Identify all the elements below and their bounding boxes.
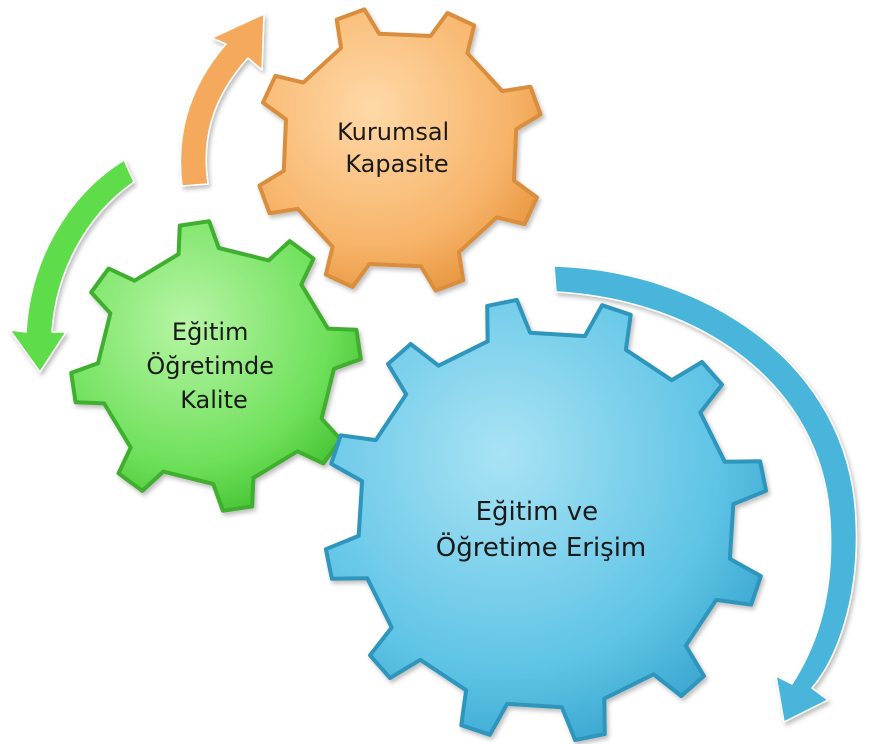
- gear-kurumsal-kapasite: Kurumsal Kapasite: [257, 7, 543, 293]
- gear-kurumsal-line-2: Kapasite: [345, 150, 448, 178]
- orange-cycle-arrow: [179, 13, 265, 187]
- gear-egitim-ogretimde-kalite: Eğitim Öğretimde Kalite: [69, 219, 363, 513]
- blue-cycle-arrow: [553, 265, 858, 723]
- gear-egitim-ve-ogretime-erisim: Eğitim ve Öğretime Erişim: [323, 297, 769, 743]
- gear-erisim-line-1: Eğitim ve: [476, 497, 599, 527]
- gear-kalite-line-3: Kalite: [180, 386, 248, 414]
- gear-kalite-line-1: Eğitim: [172, 318, 249, 346]
- svg-text:Eğitim Öğretimde K: Eğitim Öğretimde Kalite: [146, 318, 281, 414]
- svg-text:Eğitim ve Öğretime Erişi: Eğitim ve Öğretime Erişim: [436, 497, 647, 563]
- svg-text:Kurumsal Kapasite: Kurumsal Kapasite: [337, 118, 457, 178]
- gear-kurumsal-line-1: Kurumsal: [337, 118, 449, 146]
- green-cycle-arrow: [9, 159, 135, 373]
- gear-erisim-line-2: Öğretime Erişim: [436, 531, 647, 563]
- gear-kalite-line-2: Öğretimde: [146, 351, 274, 380]
